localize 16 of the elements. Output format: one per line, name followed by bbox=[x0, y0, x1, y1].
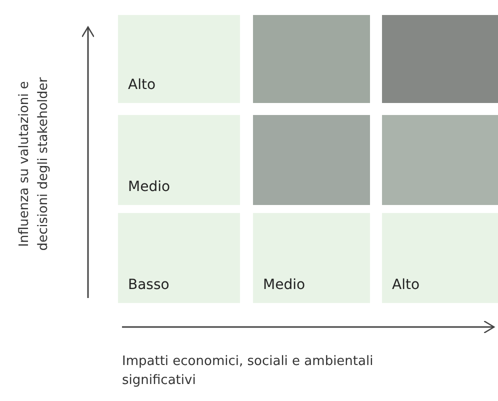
matrix-cell bbox=[118, 15, 240, 103]
level-label: Alto bbox=[128, 77, 156, 93]
x-axis-label: Impatti economici, sociali e ambientali significativi bbox=[122, 353, 374, 390]
matrix-cell bbox=[382, 15, 498, 103]
y-axis-label: Influenza su valutazioni e decisioni degli stakeholder bbox=[16, 76, 52, 253]
matrix-cell bbox=[118, 115, 240, 205]
matrix-cell bbox=[253, 115, 370, 205]
matrix-cell bbox=[253, 213, 370, 303]
matrix-cell bbox=[253, 15, 370, 103]
level-label: Medio bbox=[263, 277, 306, 293]
matrix-cell bbox=[382, 115, 498, 205]
level-label: Basso bbox=[128, 277, 170, 293]
matrix-cell bbox=[382, 213, 498, 303]
level-label: Medio bbox=[128, 179, 170, 195]
matrix-cell bbox=[118, 213, 240, 303]
level-label: Alto bbox=[392, 277, 420, 293]
